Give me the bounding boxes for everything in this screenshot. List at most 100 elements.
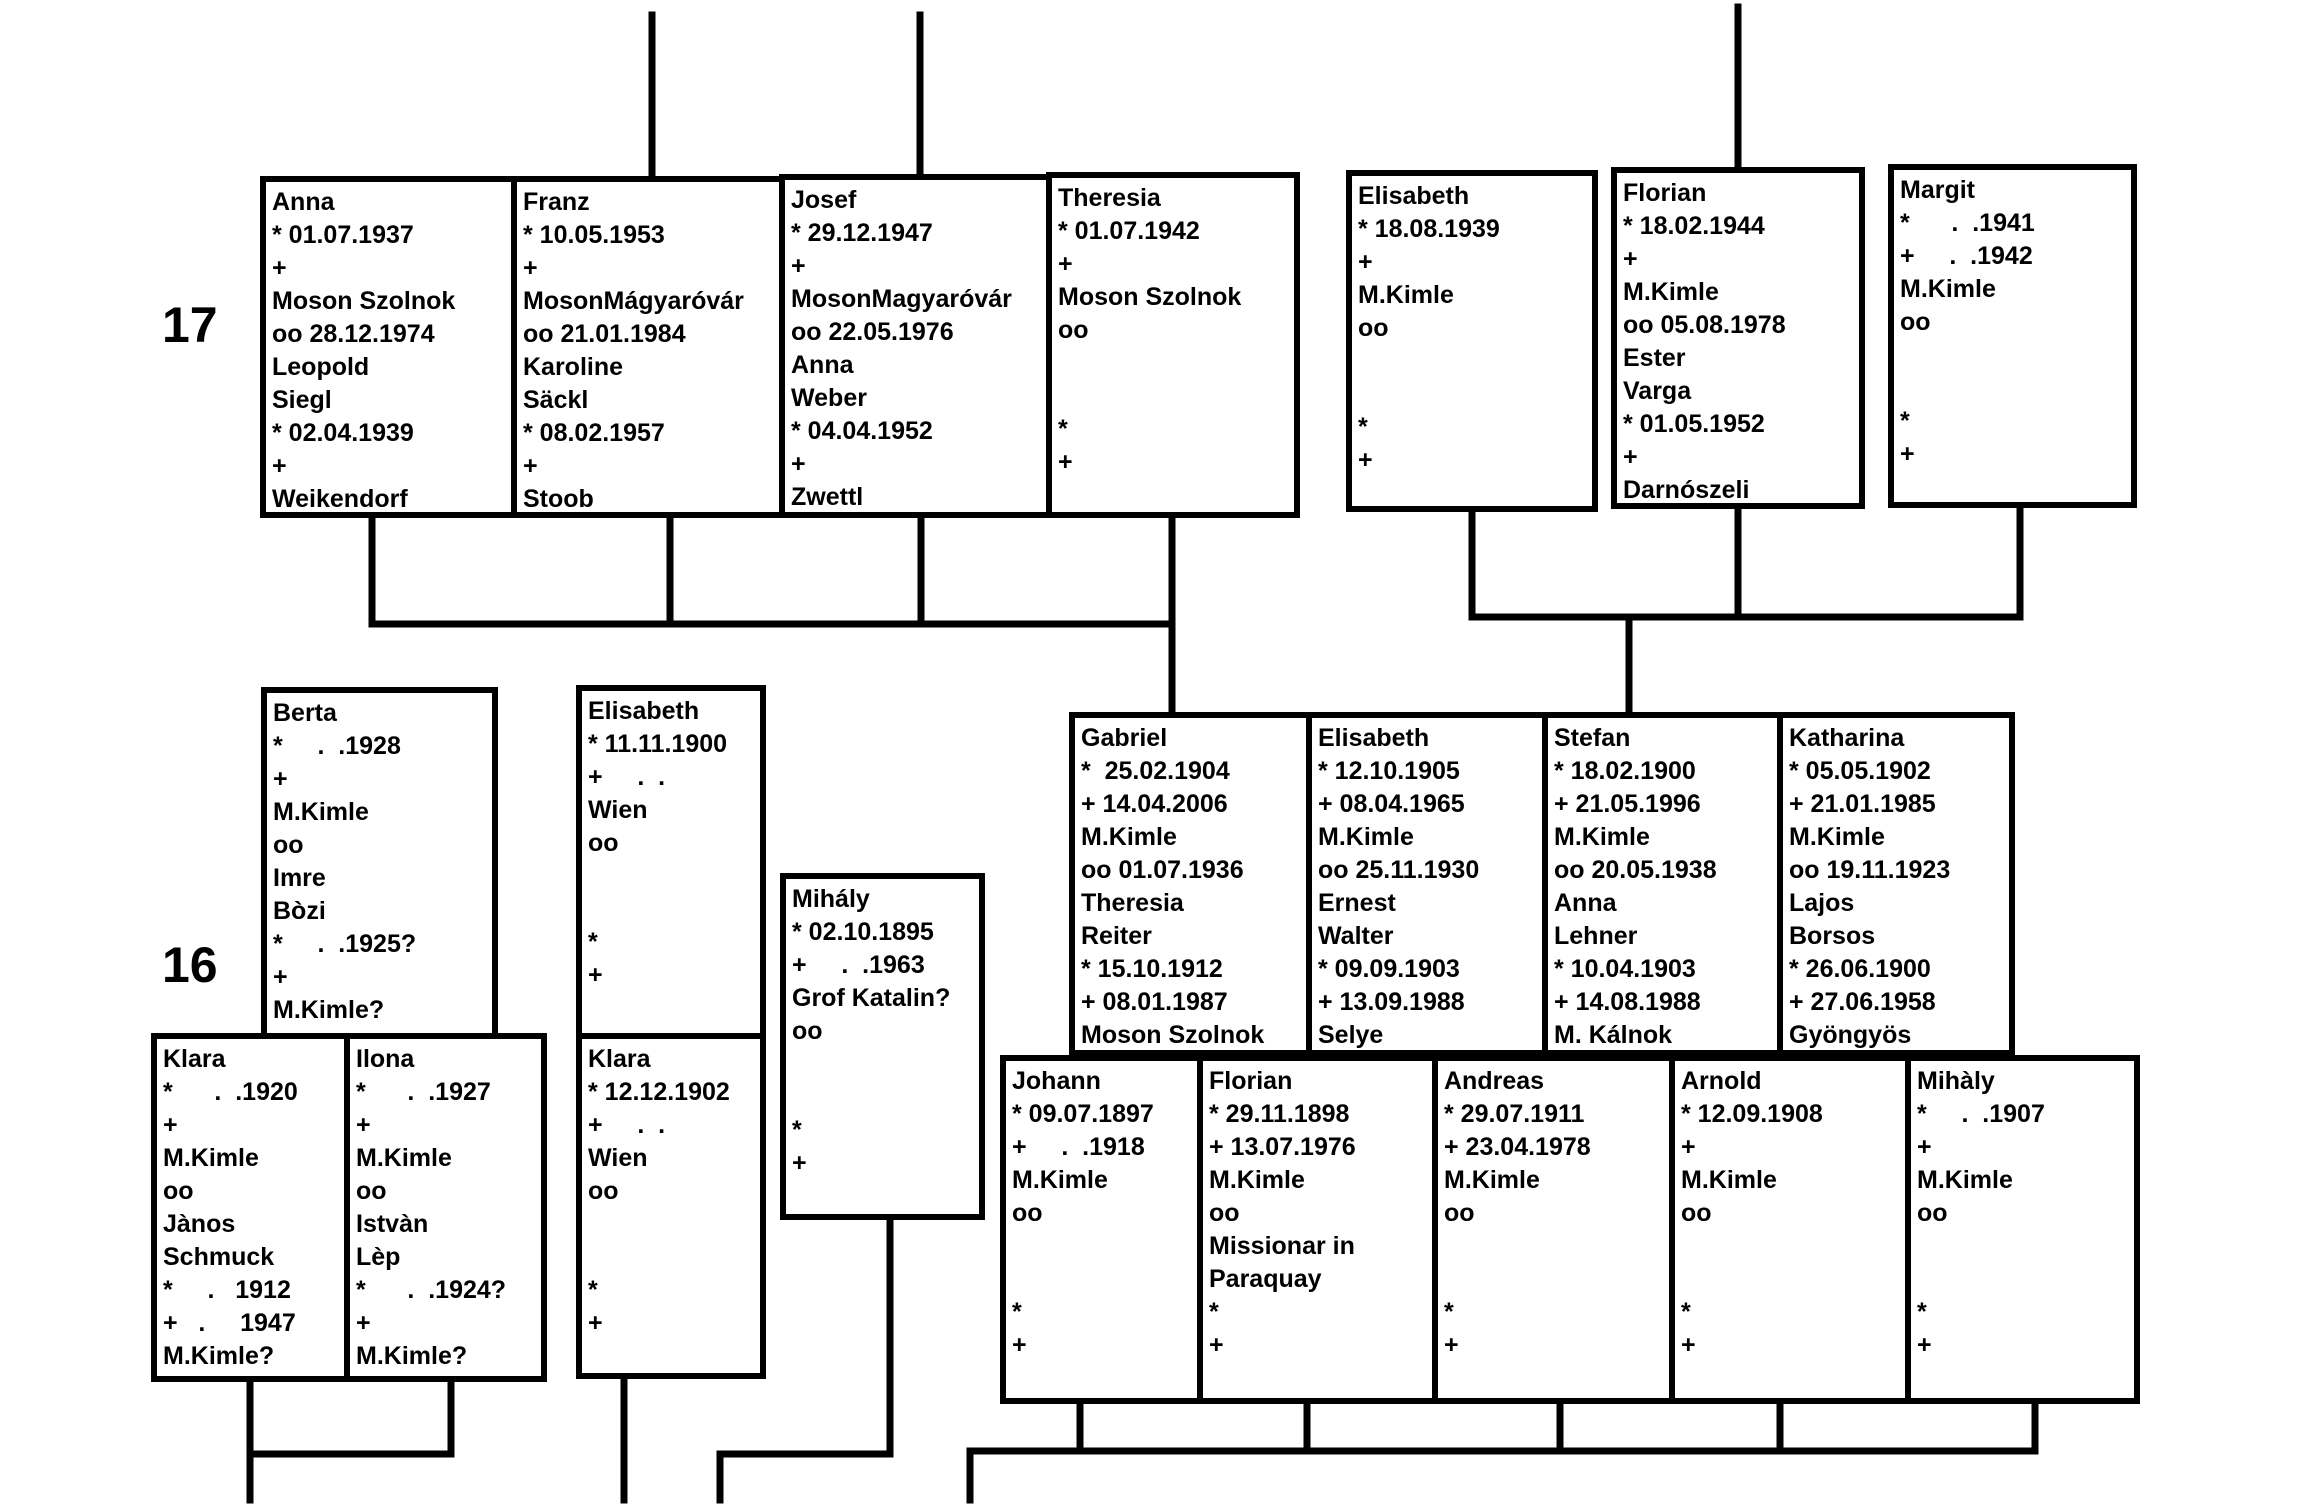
person-detail-line: Theresia [1081,889,1184,917]
person-detail-line: Ester [1623,344,1686,372]
generation-label: 16 [162,937,218,993]
person-detail-line: * . .1907 [1917,1100,2045,1128]
person-detail-line: * 09.09.1903 [1318,955,1460,983]
person-detail-line: + [791,450,806,478]
person-detail-line: oo 22.05.1976 [791,318,954,346]
person-detail-line: + [1681,1133,1696,1161]
person-detail-line: + [1358,446,1373,474]
person-detail-line: * [1358,413,1368,441]
person-detail-line: M.Kimle [1318,823,1414,851]
person-detail-line: * . .1925? [273,930,417,958]
person-detail-line: Istvàn [356,1210,429,1238]
person-detail-line: Moson Szolnok [1081,1021,1265,1049]
person-detail-line: + . 1947 [163,1309,296,1337]
person-detail-line: + [1012,1331,1027,1359]
person-name: Josef [791,186,857,214]
person-detail-line: * 26.06.1900 [1789,955,1931,983]
person-detail-line: + [272,452,287,480]
person-detail-line: + [1917,1133,1932,1161]
person-detail-line: + . .1942 [1900,242,2033,270]
person-detail-line: + . . [588,1111,666,1139]
person-detail-line: + [588,961,603,989]
person-detail-line: Karoline [523,353,624,381]
person-detail-line: + 08.04.1965 [1318,790,1465,818]
person-detail-line: * 12.09.1908 [1681,1100,1823,1128]
person-detail-line: + [1623,443,1638,471]
person-detail-line: * 01.07.1937 [272,221,414,249]
person-detail-line: * 11.11.1900 [588,730,728,758]
person-detail-line [1917,1263,2134,1296]
person-detail-line: * . .1928 [273,732,401,760]
person-name: Florian [1209,1067,1293,1095]
connector-line [966,1399,2039,1504]
person-detail-line: + 13.07.1976 [1209,1133,1356,1161]
person-detail-line: Bòzi [273,897,326,925]
person-detail-line: Paraquay [1209,1265,1322,1293]
person-detail-line: Anna [1554,889,1617,917]
person-detail-line: * 29.11.1898 [1209,1100,1350,1128]
person-detail-line [588,1241,760,1274]
person-detail-line: oo [1012,1199,1043,1227]
person-detail-line: Anna [791,351,854,379]
person-detail-line [588,860,760,893]
person-detail-line [1444,1230,1669,1263]
person-detail-line: + 21.01.1985 [1789,790,1936,818]
person-detail-line: Reiter [1081,922,1152,950]
person-detail-line [792,1048,979,1081]
person-detail-line: Schmuck [163,1243,275,1271]
person-detail-line [1900,372,2131,405]
person-detail-line [1900,339,2131,372]
person-detail-line: Varga [1623,377,1692,405]
person-detail-line: * 12.12.1902 [588,1078,730,1106]
person-detail-line: Zwettl [791,483,864,511]
person-name: Mihály [792,885,870,913]
person-detail-line [1444,1263,1669,1296]
person-detail-line: * 18.08.1939 [1358,215,1500,243]
person-name: Stefan [1554,724,1631,752]
person-detail-line: Moson Szolnok [272,287,456,315]
person-detail-line: Lèp [356,1243,401,1271]
person-detail-line: M.Kimle [1789,823,1885,851]
person-detail-line: * [1917,1298,1927,1326]
person-name: Elisabeth [1358,182,1470,210]
person-detail-line: + 13.09.1988 [1318,988,1465,1016]
person-detail-line: oo [1358,314,1389,342]
person-detail-line: Wien [588,796,648,824]
person-detail-line: * 01.05.1952 [1623,410,1765,438]
person-detail-line: * 25.02.1904 [1081,757,1230,785]
person-detail-line: + [273,765,288,793]
person-detail-line: + [1058,250,1073,278]
person-detail-line [1681,1230,1905,1263]
person-detail-line: * [588,928,598,956]
person-detail-line: Borsos [1789,922,1876,950]
person-detail-line: Grof Katalin? [792,984,951,1012]
person-detail-line: oo [1444,1199,1475,1227]
person-detail-line: + 08.01.1987 [1081,988,1228,1016]
person-detail-line: * [1209,1298,1219,1326]
person-detail-line: M.Kimle [1081,823,1177,851]
person-detail-line: + [1917,1331,1932,1359]
person-detail-line: M.Kimle [273,798,369,826]
person-detail-line: oo [1917,1199,1948,1227]
person-detail-line: + [163,1111,178,1139]
person-detail-line: + [356,1111,371,1139]
person-detail-line: * . .1941 [1900,209,2035,237]
person-name: Katharina [1789,724,1905,752]
person-detail-line: M.Kimle [1681,1166,1777,1194]
person-detail-line: * 29.07.1911 [1444,1100,1585,1128]
person-detail-line [1681,1263,1905,1296]
person-detail-line: * 01.07.1942 [1058,217,1200,245]
person-name: Elisabeth [1318,724,1430,752]
person-detail-line: + 23.04.1978 [1444,1133,1591,1161]
person-detail-line: * . .1924? [356,1276,507,1304]
connector-line [1468,503,2024,716]
